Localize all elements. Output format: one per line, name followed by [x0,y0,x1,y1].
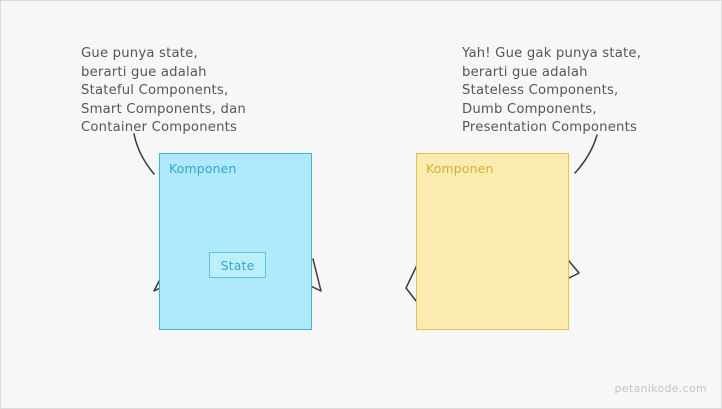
site-watermark: petanikode.com [614,382,707,395]
state-box[interactable]: State [209,252,266,278]
stateless-note-text: Yah! Gue gak punya state, berarti gue ad… [462,46,642,136]
leader-curve-left [133,133,155,175]
stateless-component-box[interactable]: Komponen [416,153,569,330]
stateful-component-label: Komponen [169,161,237,176]
state-box-label: State [220,257,255,273]
stateful-component-box[interactable]: Komponen [159,153,312,330]
stateless-component-label: Komponen [426,161,494,176]
leader-curve-right [574,134,598,174]
stateful-note-text: Gue punya state, berarti gue adalah Stat… [81,46,246,136]
